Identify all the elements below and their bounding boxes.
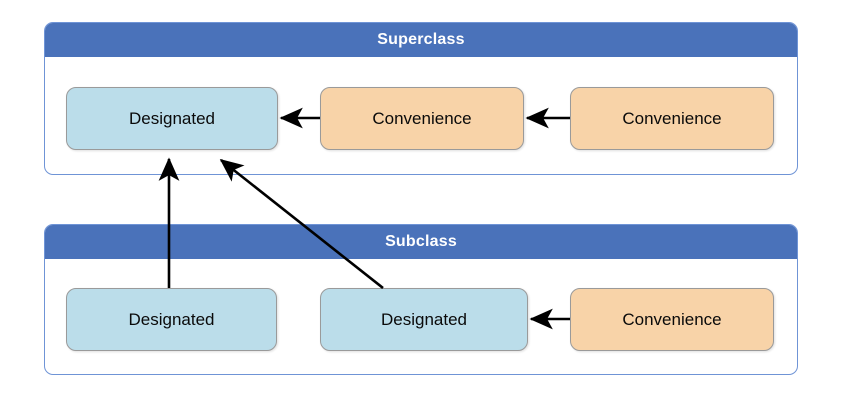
node-label: Convenience <box>622 108 722 128</box>
node-label: Convenience <box>622 309 722 329</box>
node-subclass-designated-2[interactable]: Designated <box>320 288 528 351</box>
node-superclass-convenience-1[interactable]: Convenience <box>320 87 524 150</box>
node-label: Convenience <box>372 108 472 128</box>
node-subclass-convenience[interactable]: Convenience <box>570 288 774 351</box>
node-subclass-designated-1[interactable]: Designated <box>66 288 277 351</box>
node-label: Designated <box>380 309 467 329</box>
node-superclass-designated[interactable]: Designated <box>66 87 278 150</box>
panel-superclass-header: Superclass <box>45 23 797 57</box>
node-superclass-convenience-2[interactable]: Convenience <box>570 87 774 150</box>
panel-subclass-header: Subclass <box>45 225 797 259</box>
node-label: Designated <box>128 108 215 128</box>
node-label: Designated <box>128 309 215 329</box>
